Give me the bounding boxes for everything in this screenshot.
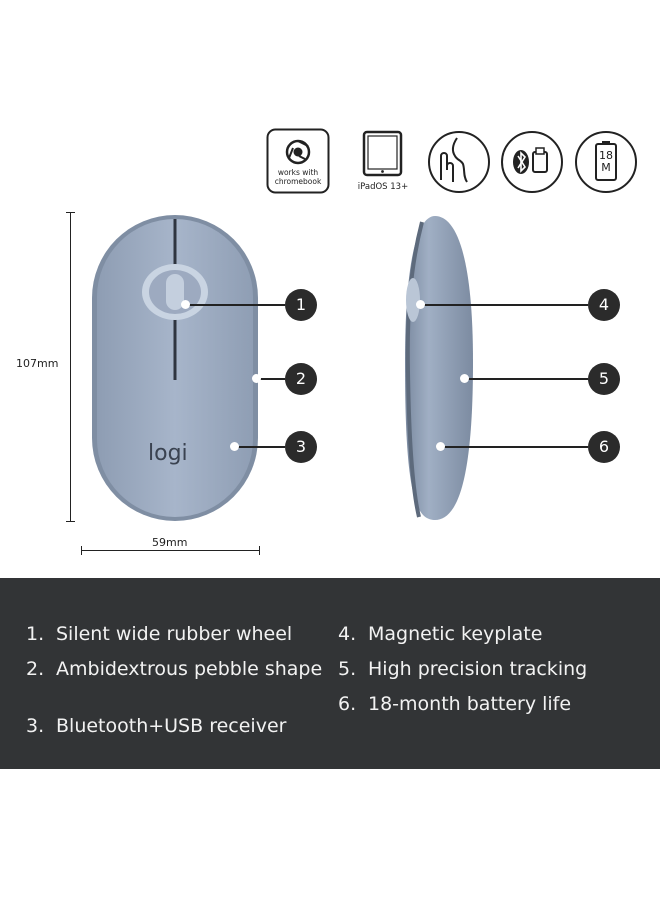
callout-line-3: [234, 446, 285, 448]
feature-text: High precision tracking: [368, 658, 588, 680]
feature-item-5: 5. High precision tracking: [338, 658, 648, 680]
battery-label: 18 M: [599, 149, 613, 174]
battery-badge: 18 M: [574, 130, 638, 194]
silent-click-icon: [428, 131, 490, 193]
callout-dot-6: [436, 442, 445, 451]
callout-marker-1: 1: [285, 289, 317, 321]
callout-marker-4: 4: [588, 289, 620, 321]
callout-line-1: [185, 304, 285, 306]
callout-dot-3: [230, 442, 239, 451]
feature-item-4: 4. Magnetic keyplate: [338, 623, 648, 645]
feature-number: 1.: [26, 623, 45, 645]
callout-line-6: [440, 446, 588, 448]
callout-dot-1: [181, 300, 190, 309]
feature-text: 18-month battery life: [368, 693, 572, 715]
callout-line-2: [256, 378, 285, 380]
mouse-side-view: [405, 216, 473, 520]
feature-text: Ambidextrous pebble shape: [56, 658, 323, 680]
width-dimension-label: 59mm: [152, 536, 188, 549]
feature-number: 3.: [26, 715, 45, 737]
ipad-label: iPadOS 13+: [357, 182, 409, 192]
feature-item-1: 1. Silent wide rubber wheel: [26, 623, 326, 645]
callout-marker-5: 5: [588, 363, 620, 395]
height-dimension-label: 107mm: [16, 357, 59, 370]
width-dimension-tick-left: [81, 546, 82, 555]
callout-line-5: [464, 378, 588, 380]
callout-marker-6: 6: [588, 431, 620, 463]
ipad-badge: iPadOS 13+: [354, 130, 412, 192]
feature-text: Silent wide rubber wheel: [56, 623, 293, 645]
height-dimension-line: [70, 212, 71, 522]
callout-marker-2: 2: [285, 363, 317, 395]
chromebook-badge: works with chromebook: [266, 128, 330, 194]
callout-dot-4: [416, 300, 425, 309]
callout-marker-3: 3: [285, 431, 317, 463]
silent-badge: [427, 130, 491, 194]
feature-item-2: 2. Ambidextrous pebble shape: [26, 658, 326, 680]
width-dimension-tick-right: [259, 546, 260, 555]
feature-number: 4.: [338, 623, 357, 645]
callout-line-4: [420, 304, 588, 306]
feature-text: Magnetic keyplate: [368, 623, 543, 645]
callout-dot-2: [252, 374, 261, 383]
feature-number: 6.: [338, 693, 357, 715]
feature-panel: 1. Silent wide rubber wheel 2. Ambidextr…: [0, 578, 660, 769]
feature-item-3: 3. Bluetooth+USB receiver: [26, 715, 326, 737]
battery-icon: [575, 131, 637, 193]
feature-text: Bluetooth+USB receiver: [56, 715, 287, 737]
chrome-icon: [266, 128, 330, 194]
width-dimension-line: [81, 550, 260, 551]
feature-item-6: 6. 18-month battery life: [338, 693, 648, 715]
connectivity-badge: [500, 130, 564, 194]
feature-number: 2.: [26, 658, 45, 680]
height-dimension-tick-bottom: [66, 521, 75, 522]
height-dimension-tick-top: [66, 212, 75, 213]
bluetooth-usb-icon: [501, 131, 563, 193]
callout-dot-5: [460, 374, 469, 383]
feature-number: 5.: [338, 658, 357, 680]
tablet-icon: [362, 130, 403, 177]
logi-logo: logi: [148, 441, 188, 466]
mouse-top-view: logi: [92, 215, 258, 521]
chromebook-label: works with chromebook: [274, 168, 322, 186]
